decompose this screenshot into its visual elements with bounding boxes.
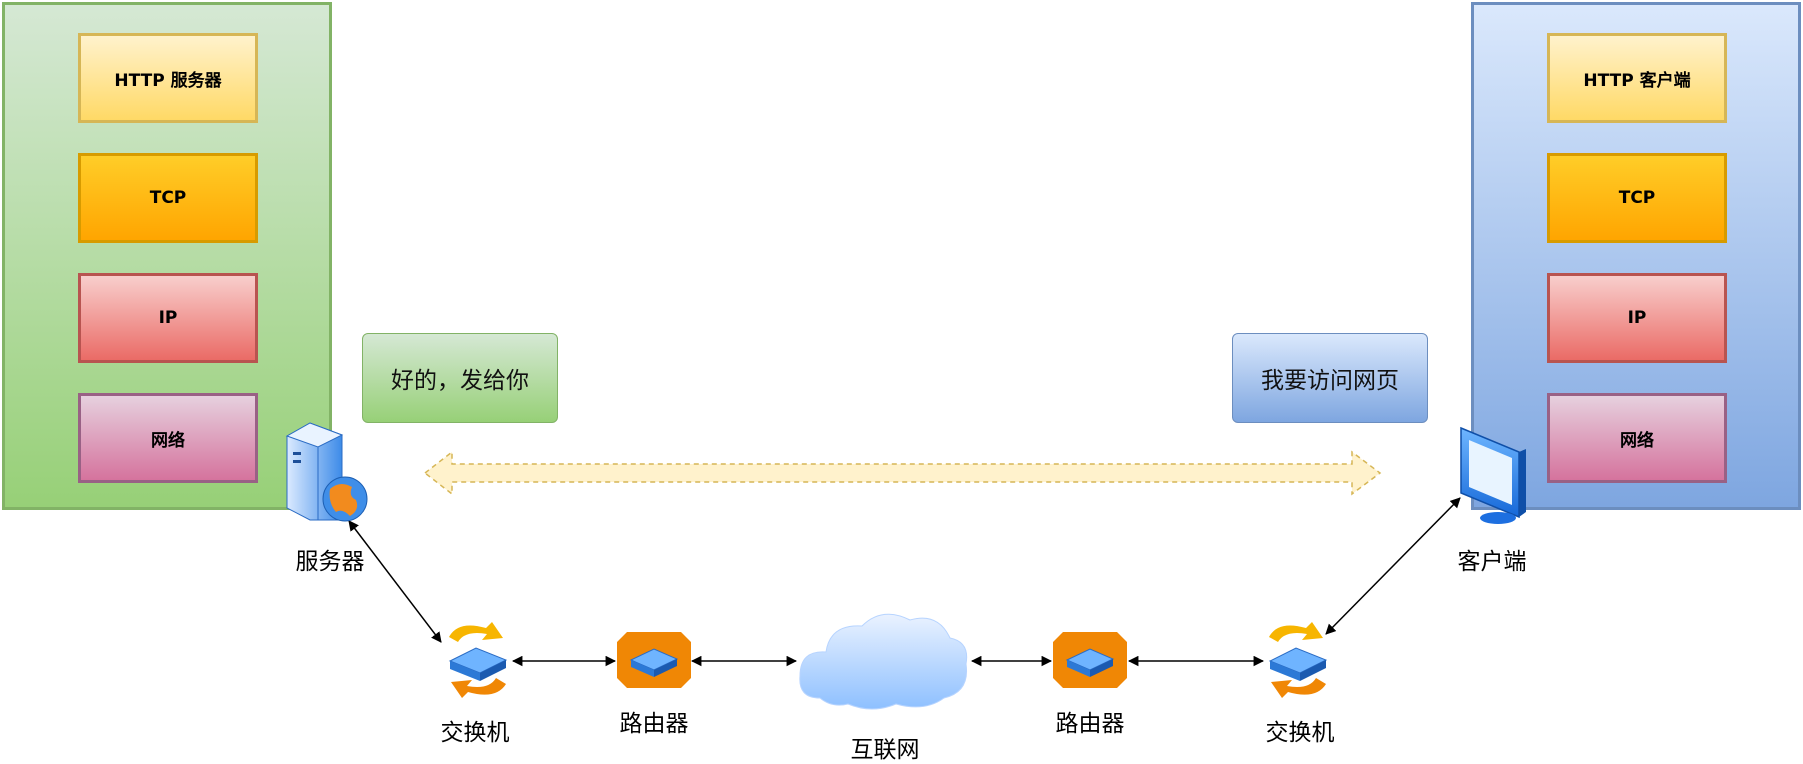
router-left-label: 路由器 (619, 711, 689, 737)
cloud-icon (799, 613, 968, 710)
client-network-layer: 网络 (1547, 393, 1727, 483)
client-http-layer: HTTP 客户端 (1547, 33, 1727, 123)
router-right-label: 路由器 (1055, 711, 1125, 737)
switch-right-label: 交换机 (1265, 720, 1335, 746)
server-network-layer: 网络 (78, 393, 258, 483)
server-ip-layer: IP (78, 273, 258, 363)
client-request-message: 我要访问网页 (1232, 333, 1428, 423)
server-label: 服务器 (295, 549, 365, 575)
server-http-layer: HTTP 服务器 (78, 33, 258, 123)
switch-icon-right (1268, 622, 1328, 698)
link-switch-client (1325, 497, 1461, 635)
server-protocol-stack: HTTP 服务器 TCP IP 网络 (2, 2, 332, 510)
switch-left-label: 交换机 (440, 720, 510, 746)
link-server-switch (348, 520, 442, 643)
client-label: 客户端 (1457, 549, 1527, 575)
data-flow-arrow (423, 450, 1382, 496)
web-server-icon (285, 422, 368, 522)
monitor-icon (1460, 426, 1526, 524)
router-icon-right (1053, 632, 1127, 688)
server-reply-message: 好的，发给你 (362, 333, 558, 423)
client-tcp-layer: TCP (1547, 153, 1727, 243)
client-ip-layer: IP (1547, 273, 1727, 363)
client-protocol-stack: HTTP 客户端 TCP IP 网络 (1471, 2, 1801, 510)
server-tcp-layer: TCP (78, 153, 258, 243)
router-icon-left (617, 632, 691, 688)
switch-icon-left (448, 622, 508, 698)
